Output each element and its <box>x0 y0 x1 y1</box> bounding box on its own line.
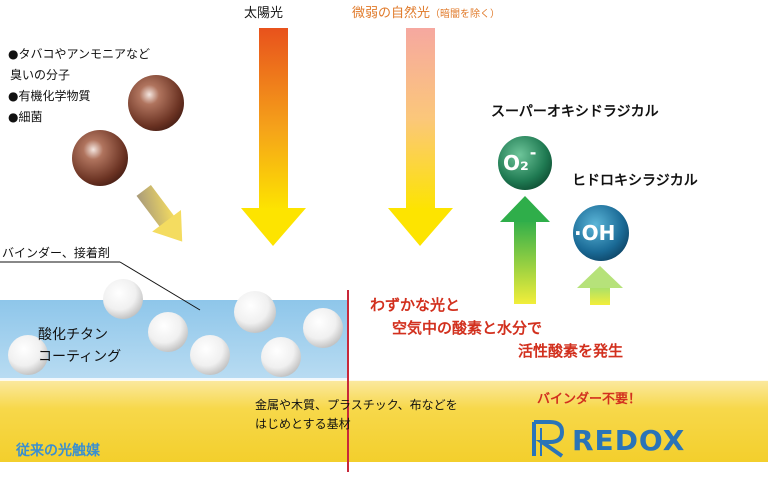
superoxide-symbol: O₂- <box>503 143 537 175</box>
superoxide-charge: - <box>529 143 537 162</box>
odor-molecule <box>72 130 128 186</box>
bullet-item: 臭いの分子 <box>10 68 71 82</box>
sunlight-arrow <box>241 28 306 246</box>
bullet-item: ●有機化学物質 <box>8 89 91 103</box>
substrate-label-line2: はじめとする基材 <box>255 417 351 431</box>
tio2-particle <box>234 291 276 333</box>
sunlight-label: 太陽光 <box>244 6 284 21</box>
hydroxyl-up-arrow <box>577 266 623 305</box>
binder-label: バインダー、接着剤 <box>2 246 110 260</box>
redox-logo-mark <box>532 420 565 458</box>
substrate-layer <box>0 380 768 462</box>
hydroxyl-label: ヒドロキシラジカル <box>572 173 698 189</box>
no-binder-label: バインダー不要！ <box>537 392 642 407</box>
tio2-particle <box>148 312 188 352</box>
coating-label-line2: コーティング <box>38 349 122 365</box>
target-substances-list: ●タバコやアンモニアなど 臭いの分子 ●有機化学物質 ●細菌 <box>8 44 150 128</box>
tio2-particle <box>261 337 301 377</box>
hydroxyl-radical-circle <box>573 205 629 261</box>
tio2-particle <box>303 308 343 348</box>
bullet-item: ●細菌 <box>8 110 43 124</box>
tio2-particle <box>8 335 48 375</box>
weak-light-arrow <box>388 28 453 246</box>
weak-light-title: 微弱の自然光 <box>352 6 431 21</box>
tio2-particle <box>103 279 143 319</box>
superoxide-up-arrow <box>500 196 550 304</box>
hydroxyl-symbol: ·OH <box>574 221 616 245</box>
molecule-arrow <box>136 185 183 242</box>
weak-light-label: 微弱の自然光（暗闇を除く） <box>352 2 500 21</box>
redox-text-line2: 空気中の酸素と水分で <box>392 319 543 337</box>
substrate-label-line1: 金属や木質、プラスチック、布などを <box>255 398 458 412</box>
tio2-particle <box>190 335 230 375</box>
redox-text-line1: わずかな光と <box>370 296 461 314</box>
weak-light-note: （暗闇を除く） <box>430 9 501 20</box>
superoxide-label: スーパーオキシドラジカル <box>491 104 659 120</box>
conventional-photocatalyst-label: 従来の光触媒 <box>16 443 100 459</box>
redox-logo-text: REDOX <box>572 424 686 457</box>
redox-text-line3: 活性酸素を発生 <box>518 342 624 360</box>
odor-molecule <box>128 75 184 131</box>
superoxide-radical-circle <box>498 136 552 190</box>
substrate-label: 金属や木質、プラスチック、布などを はじめとする基材 <box>255 396 458 434</box>
bullet-item: ●タバコやアンモニアなど <box>8 47 150 61</box>
coating-label: 酸化チタン コーティング <box>38 324 121 368</box>
coating-label-line1: 酸化チタン <box>38 327 108 343</box>
